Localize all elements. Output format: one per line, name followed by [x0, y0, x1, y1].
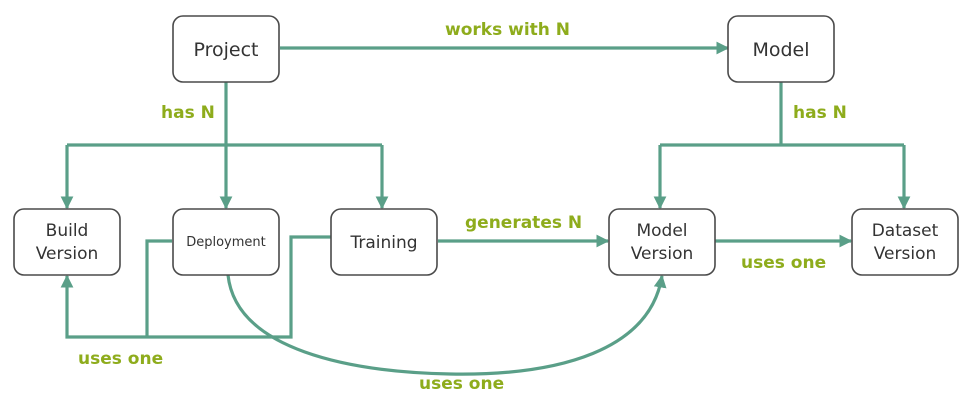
label-model-has: has N [793, 103, 847, 123]
node-model-version-label-1: Model [636, 221, 687, 241]
edge-deployment-uses-build [145, 239, 172, 337]
edge-training-uses-build [60, 235, 331, 339]
node-dataset-version-label-2: Version [874, 244, 937, 264]
label-generates: generates N [465, 213, 582, 233]
node-project-label: Project [193, 39, 258, 61]
node-project[interactable]: Project [172, 15, 280, 83]
node-build-version[interactable]: Build Version [13, 208, 121, 276]
edge-deployment-uses-model-version [226, 274, 667, 376]
nodes: Project Model Build Version Deployment T… [13, 15, 959, 276]
node-deployment[interactable]: Deployment [172, 208, 280, 276]
node-training-label: Training [349, 233, 417, 253]
node-build-version-label-1: Build [46, 221, 89, 241]
node-dataset-version-label-1: Dataset [872, 221, 939, 241]
node-model[interactable]: Model [727, 15, 835, 83]
label-works-with: works with N [445, 20, 570, 40]
node-deployment-label: Deployment [186, 235, 266, 250]
node-build-version-label-2: Version [36, 244, 99, 264]
edges [60, 41, 911, 376]
label-mv-uses-one: uses one [741, 253, 826, 273]
label-deploy-uses-one: uses one [419, 374, 504, 394]
node-model-version-label-2: Version [631, 244, 694, 264]
label-project-has: has N [161, 103, 215, 123]
node-dataset-version[interactable]: Dataset Version [851, 208, 959, 276]
edge-labels: works with N has N has N generates N use… [78, 20, 847, 394]
node-model-label: Model [752, 39, 809, 61]
label-build-uses-one: uses one [78, 349, 163, 369]
node-training[interactable]: Training [330, 208, 438, 276]
node-model-version[interactable]: Model Version [608, 208, 716, 276]
